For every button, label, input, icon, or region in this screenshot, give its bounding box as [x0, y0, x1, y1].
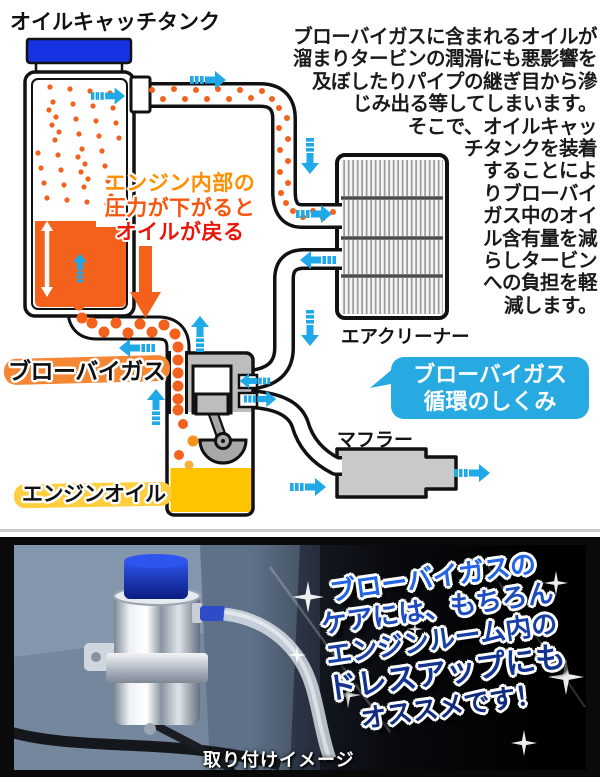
flow-arrow-icon [72, 253, 88, 283]
intro-line: 溜まりタービンの潤滑にも悪影響を [292, 48, 598, 71]
speech-bubble [370, 357, 589, 419]
sparkle-icon [288, 646, 306, 664]
flow-arrow-icon [119, 339, 155, 357]
engine-oil-label: エンジンオイル [22, 483, 166, 506]
tank-note-line: 圧力が下がると [104, 196, 256, 220]
pipe-aircleaner-to-engine [245, 248, 342, 392]
tank-outlet-port [129, 75, 152, 114]
section-divider [0, 529, 600, 532]
sparkle-icon [511, 730, 537, 756]
intro-line: ル含有量を減 [482, 227, 598, 250]
sparkle-icon [407, 621, 423, 637]
flow-arrow-icon [301, 138, 319, 174]
tank-note: エンジン内部の 圧力が下がると オイルが戻る [88, 172, 272, 246]
intro-line: 減します。 [503, 294, 598, 317]
crankcase-oil-bubbles [174, 419, 199, 470]
intro-line: らしタービン [482, 250, 598, 273]
flow-arrow-icon [243, 390, 277, 408]
flow-arrow-icon [301, 310, 319, 346]
intro-line: 及ぼしたりパイプの継ぎ目から滲 [311, 70, 598, 93]
bubble-line: 循環のしくみ [423, 389, 557, 414]
intro-line: ガス中のオイ [482, 205, 598, 228]
muffler-label: マフラー [337, 430, 414, 451]
photo-caption: 取り付けイメージ [203, 750, 355, 770]
sparkle-icon [544, 571, 568, 595]
sparkle-icons [288, 571, 584, 756]
intro-line: チタンクを装着 [463, 138, 598, 161]
pipe-engine-to-muffler [247, 389, 346, 476]
tank-cap [25, 37, 133, 65]
blowby-gas-label: ブローバイガス [8, 358, 166, 384]
engine-exhaust-port [237, 391, 259, 409]
sparkle-icon [335, 682, 361, 708]
blowby-diagram-canvas [3, 37, 589, 517]
engine-illustration [165, 351, 259, 517]
intro-line: への負担を軽 [482, 272, 598, 295]
tank-note-line: オイルが戻る [115, 221, 245, 244]
muffler-illustration [335, 447, 458, 499]
flow-arrow-icon [147, 389, 165, 425]
flow-arrow-icon [290, 478, 326, 496]
blowby-label-highlight [3, 355, 171, 385]
engineoil-label-highlight [13, 481, 173, 509]
flow-arrow-icon [90, 87, 126, 105]
sparkle-icon [548, 659, 584, 695]
intro-line: りブローバイ [483, 182, 597, 205]
oil-mist-dots [35, 84, 122, 214]
bubble-line: ブローバイガス [413, 362, 567, 387]
intro-line: じみ出る等してしまいます。 [352, 93, 598, 116]
flow-arrow-icon [296, 205, 332, 223]
blowby-pipe-oil-droplets [73, 299, 184, 416]
installation-photo [0, 537, 600, 777]
flow-arrow-icon [300, 251, 336, 269]
intro-line: することによ [482, 160, 598, 183]
oil-level-double-arrow-icon [41, 221, 53, 297]
catch-tank-cap [124, 559, 188, 599]
flow-arrow-icon [190, 71, 226, 89]
intro-line: ブローバイガスに含まれるオイルが [293, 26, 597, 48]
oil-catch-tank-illustration [23, 37, 152, 318]
intro-line: そこで、オイルキャッ [407, 115, 598, 138]
engine-oil-fill [170, 468, 252, 512]
intro-paragraph: ブローバイガスに含まれるオイルが 溜まりタービンの潤滑にも悪影響を 及ぼしたりパ… [238, 26, 598, 317]
flow-arrow-icon [239, 373, 271, 389]
air-cleaner-illustration [335, 153, 449, 320]
flow-arrow-icon [454, 464, 490, 482]
tank-note-line: エンジン内部の [104, 172, 256, 195]
hose-fitting [200, 606, 226, 621]
flow-arrows [72, 71, 490, 496]
air-cleaner-label: エアクリーナー [341, 326, 470, 347]
flow-arrow-icon [191, 316, 209, 352]
piston [194, 392, 230, 416]
oil-return-arrow-icon [130, 246, 161, 318]
sparkle-icon [292, 581, 324, 613]
pipe-tank-to-aircleaner [146, 82, 342, 229]
speech-bubble-text: ブローバイガス 循環のしくみ [394, 361, 586, 415]
tank-clamp-band [106, 653, 208, 683]
page-title: オイルキャッチタンク [10, 11, 220, 34]
